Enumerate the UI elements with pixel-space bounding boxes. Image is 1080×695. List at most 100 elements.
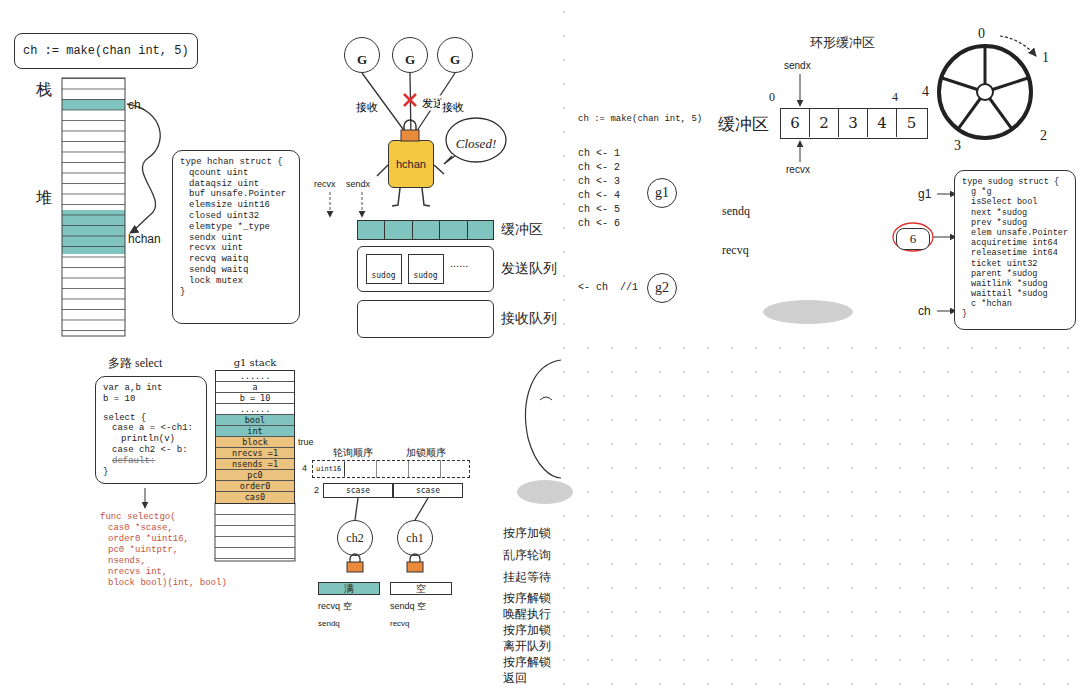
speech-bubble: Closed! <box>446 118 506 170</box>
code-line: recvx uint <box>180 243 292 254</box>
lock-symbol <box>401 120 419 141</box>
stack-cell: pc0 <box>216 470 294 481</box>
connector <box>415 498 428 520</box>
node-text: g2 <box>655 280 669 296</box>
buffer-cell: 4 <box>868 109 897 137</box>
text-label: 0 <box>978 26 985 42</box>
channel-circle: ch1 <box>397 520 433 556</box>
goroutine-circle: G <box>344 37 380 73</box>
shadow <box>763 300 853 324</box>
text-label: sendq <box>318 619 340 628</box>
text-label: 4 <box>922 84 929 100</box>
recvx-pointer <box>330 192 331 217</box>
sendx-pointer <box>362 192 363 217</box>
text-label: 挂起等待 <box>503 570 551 585</box>
stack-cell: int <box>216 426 294 437</box>
buffer-bar: 空 <box>390 582 452 595</box>
text-label: g1 <box>918 187 931 201</box>
code-line: default: <box>103 456 199 467</box>
text-label: recvq 空 <box>318 600 352 613</box>
code-line: closed uint32 <box>180 211 292 222</box>
text-label: sendx <box>784 60 811 71</box>
cross-mark <box>404 94 416 106</box>
code-line: type sudog struct { <box>962 177 1068 187</box>
code-line: parent *sudog <box>962 269 1068 279</box>
order-array: uint16 <box>312 460 470 478</box>
code-line: acquiretime int64 <box>962 238 1068 248</box>
text-label: 3 <box>954 138 961 154</box>
text-label: 离开队列 <box>503 639 551 654</box>
stack-cell: bool <box>216 415 294 426</box>
code-line: } <box>962 309 1068 319</box>
buffer-cell: 2 <box>810 109 839 137</box>
code-line: elemsize uint16 <box>180 200 292 211</box>
node-text: scase <box>346 486 370 495</box>
text-label: 按序解锁 <box>503 591 551 606</box>
text-label: ch <- 2 <box>578 162 620 173</box>
text-label: 乱序轮询 <box>503 548 551 563</box>
text-label: ch <- 4 <box>578 190 620 201</box>
node-text: ch1 <box>406 531 423 546</box>
heading: 缓冲区 <box>501 221 543 239</box>
text-label: 堆 <box>36 188 52 209</box>
code-line: dataqsiz uint <box>180 179 292 190</box>
connector <box>355 498 358 520</box>
text-label: ch <- 3 <box>578 176 620 187</box>
text-label: ch <- 5 <box>578 204 620 215</box>
heading: 接收队列 <box>501 310 557 328</box>
shadow <box>517 480 573 504</box>
node-text: 2 <box>819 114 829 132</box>
code-line: type hchan struct { <box>180 157 292 168</box>
heading: g1 stack <box>216 357 294 368</box>
code-line: lock mutex <box>180 276 292 287</box>
text-label: ch := make(chan int, 5) <box>578 114 702 124</box>
text-label: hchan <box>128 232 161 246</box>
stack-column <box>215 503 295 561</box>
goroutine-circle: G <box>392 37 428 73</box>
text-label: 栈 <box>36 80 52 101</box>
leader-arrow <box>933 237 956 238</box>
buffer-bar: 满 <box>318 582 380 595</box>
heading: 发送队列 <box>501 260 557 278</box>
text-label: 按序解锁 <box>503 655 551 670</box>
stack-cell: a <box>216 382 294 393</box>
text-label: order0 *uint16, <box>108 534 189 544</box>
text-label: 多路 select <box>108 355 162 372</box>
text-label: 2 <box>1040 128 1047 144</box>
text-label: ch <- 6 <box>578 218 620 229</box>
text-label: 唤醒执行 <box>503 607 551 622</box>
lock-symbol <box>347 554 363 572</box>
text-label: 返回 <box>503 671 527 686</box>
text-label: sendq 空 <box>390 600 426 613</box>
struct-box: type hchan struct {qcount uintdataqsiz u… <box>172 150 300 324</box>
text-label: <- ch //1 <box>578 282 638 293</box>
text-label: 轮询顺序 <box>333 446 373 460</box>
code-line: select { <box>103 413 199 424</box>
text-label: sendx <box>346 179 370 189</box>
text-label: 0 <box>769 90 775 105</box>
buffer-cell: 3 <box>839 109 868 137</box>
text-label: nrecvs int, <box>108 567 167 577</box>
stack-cell: block <box>216 437 294 448</box>
text-label: 1 <box>1042 50 1049 66</box>
goroutine-circle: g1 <box>647 178 677 208</box>
heading: 缓冲区 <box>718 112 769 135</box>
node-text: uint16 <box>313 462 345 476</box>
node-text: G <box>450 52 460 68</box>
stack-cell: order0 <box>216 481 294 492</box>
node-text: sudog <box>371 271 395 280</box>
buffer-cell: 5 <box>897 109 926 137</box>
text-label: ...... <box>450 257 468 269</box>
code-line: case ch2 <- b: <box>103 445 199 456</box>
code-line: elemtype *_type <box>180 222 292 233</box>
scase-box: scase <box>323 483 393 498</box>
code-box: var a,b intb = 10select {case a = <-ch1:… <box>95 376 207 484</box>
code-line: elem unsafe.Pointer <box>962 228 1068 238</box>
stack-cell: cas0 <box>216 492 294 503</box>
code-line: } <box>103 467 199 478</box>
value-box: 6 <box>896 228 930 250</box>
hchan-figure: hchan <box>388 140 434 188</box>
text-label: 按序加锁 <box>503 623 551 638</box>
node-text: hchan <box>396 158 426 170</box>
